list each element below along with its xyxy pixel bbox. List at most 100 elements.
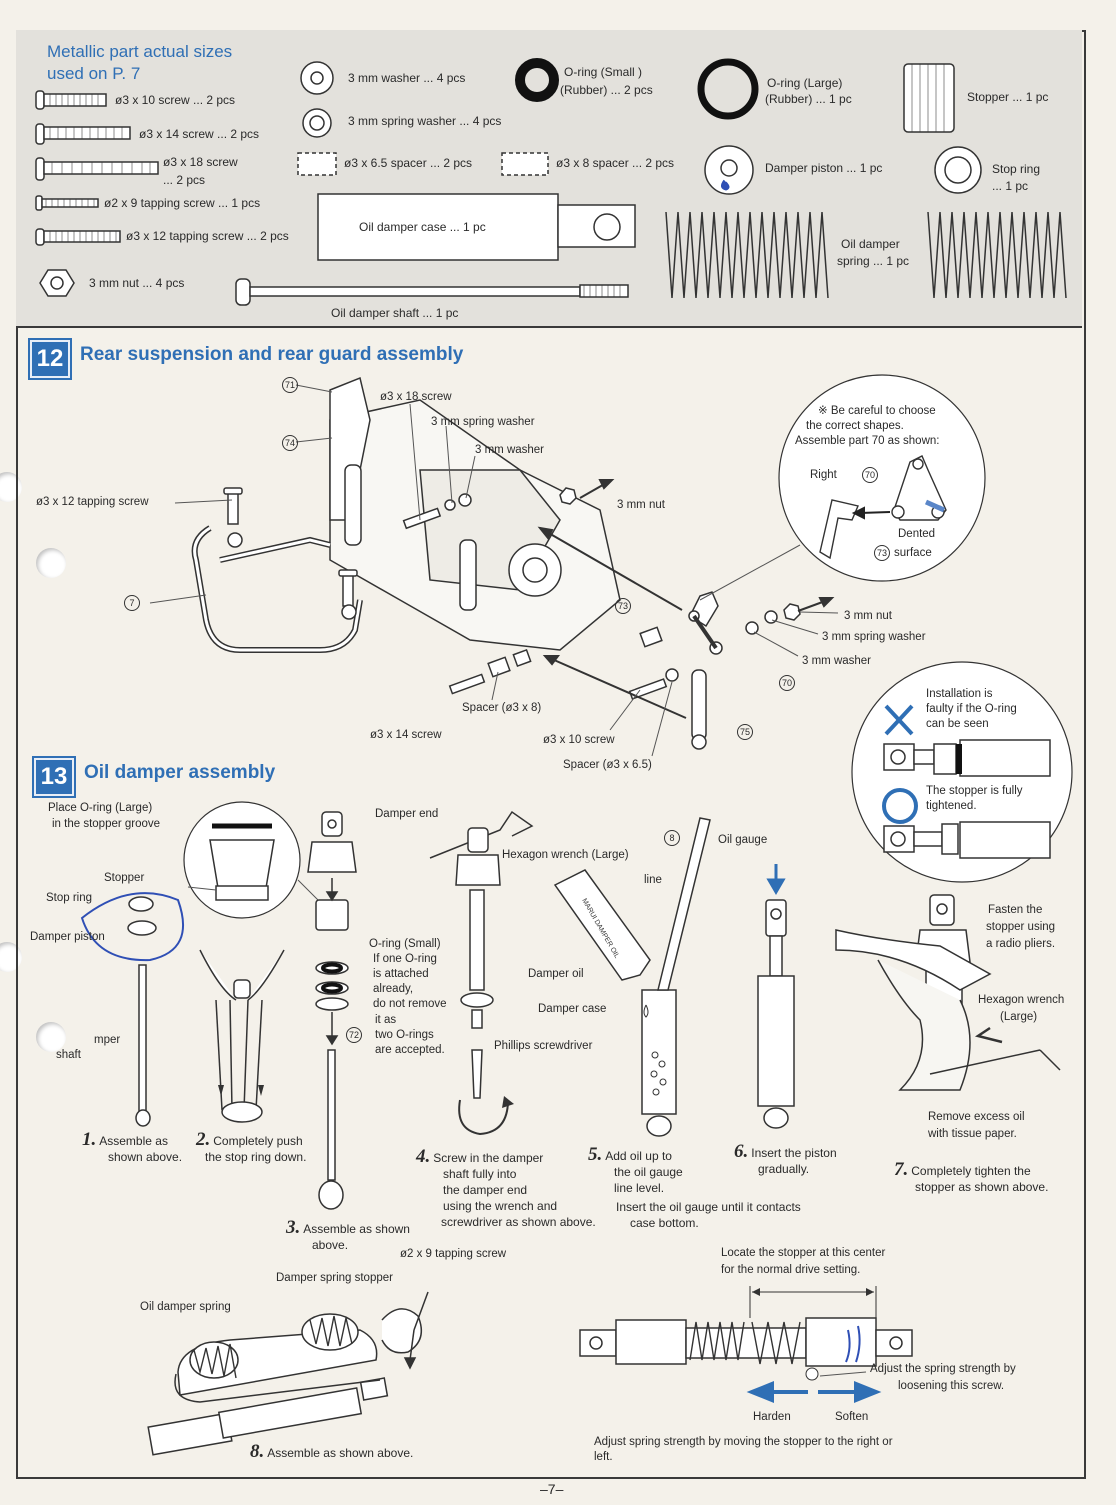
label-place-oring-2: in the stopper groove — [52, 818, 161, 830]
parts-heading-line1: Metallic part actual sizes — [47, 42, 233, 61]
step13-2-text-a: Completely push — [213, 1134, 303, 1148]
label-tight-2: tightened. — [926, 800, 977, 812]
step13-6-text-a: Insert the piston — [751, 1146, 837, 1160]
callout-part-73: 73 — [874, 545, 890, 561]
step13-4-text-d: using the wrench and — [443, 1199, 558, 1213]
label-soften: Soften — [835, 1411, 869, 1423]
label-oring-large-b: (Rubber) ... 1 pc — [765, 92, 852, 106]
step13-7: 7.Completely tighten the stopper as show… — [894, 1159, 1048, 1195]
label-tap-2x9-13: ø2 x 9 tapping screw — [400, 1248, 507, 1260]
label-fasten-1: Fasten the — [988, 904, 1043, 916]
label-phillips: Phillips screwdriver — [494, 1040, 593, 1052]
label-oring-small-13-4: already, — [373, 983, 414, 995]
label-oil-spring: Oil damper spring — [140, 1301, 231, 1313]
step13-7-number: 7. — [894, 1159, 909, 1180]
label-oring-small-13-1: O-ring (Small) — [369, 938, 441, 950]
punch-hole-bottom — [36, 1022, 66, 1052]
label-screw-14: ø3 x 14 screw — [370, 729, 442, 741]
label-screw-10: ø3 x 10 screw — [543, 734, 615, 746]
label-screw-3x18-a: ø3 x 18 screw — [163, 155, 238, 169]
label-fasten-3: a radio pliers. — [986, 938, 1056, 950]
page-number: –7– — [540, 1481, 564, 1497]
label-damper-oil: Damper oil — [528, 968, 584, 980]
step13-2: 2.Completely push the stop ring down. — [196, 1129, 307, 1165]
label-oil-gauge: Oil gauge — [718, 834, 768, 846]
label-damper-case-13: Damper case — [538, 1003, 607, 1015]
parts-drawings — [35, 58, 1067, 306]
step13-number: 13 — [32, 756, 76, 798]
label-washer-3mm: 3 mm washer ... 4 pcs — [348, 71, 466, 85]
label-place-oring-1: Place O-ring (Large) — [48, 802, 153, 814]
label-oring-small-13-6: it as — [375, 1014, 397, 1026]
label-nut-top: 3 mm nut — [617, 499, 665, 511]
label-damper-spring-a: Oil damper — [839, 237, 902, 252]
step13-1-text-a: Assemble as — [99, 1134, 168, 1148]
label-bottom-2: left. — [594, 1451, 613, 1463]
step13-6: 6.Insert the piston gradually. — [734, 1141, 837, 1177]
label-spacer-8: Spacer (ø3 x 8) — [462, 702, 542, 714]
step13-4: 4.Screw in the damper shaft fully into t… — [416, 1147, 596, 1230]
step13-5-extra: Insert the oil gauge until it contacts c… — [616, 1199, 801, 1231]
step13-2-text-b: the stop ring down. — [205, 1150, 307, 1164]
callout-dented: Dented — [898, 528, 936, 540]
part-71: 71 — [282, 377, 298, 393]
label-oring-small-13-3: is attached — [373, 968, 429, 980]
step13-6-text-b: gradually. — [758, 1162, 810, 1176]
label-damper-shaft: Oil damper shaft ... 1 pc — [331, 306, 459, 320]
step13-4-text-b: shaft fully into — [443, 1167, 517, 1181]
label-spring-stopper: Damper spring stopper — [276, 1272, 393, 1284]
label-damper-shaft-2: shaft — [56, 1049, 81, 1061]
step13-4-text-c: the damper end — [443, 1183, 528, 1197]
label-tap-3x12: ø3 x 12 tapping screw ... 2 pcs — [126, 229, 289, 243]
part-72: 72 — [346, 1027, 362, 1043]
step13-1-text-b: shown above. — [108, 1150, 183, 1164]
label-damper-spring-b: spring ... 1 pc — [835, 254, 912, 269]
label-nut-3mm: 3 mm nut ... 4 pcs — [89, 276, 185, 290]
step12-title: Rear suspension and rear guard assembly — [80, 344, 464, 365]
label-spring-washer-top: 3 mm spring washer — [431, 416, 535, 428]
label-adjust-2: loosening this screw. — [898, 1380, 1005, 1392]
label-stop-ring-a: Stop ring — [992, 162, 1041, 176]
step13-5-text-c: line level. — [614, 1181, 665, 1195]
label-oring-large-a: O-ring (Large) — [767, 76, 843, 90]
label-oring-small-13-5: do not remove — [373, 998, 447, 1010]
label-hex-wrench-2-1: Hexagon wrench — [978, 994, 1065, 1006]
label-tap-12: ø3 x 12 tapping screw — [36, 496, 149, 508]
label-oring-small-13-2: If one O-ring — [373, 953, 437, 965]
label-spacer-3x8: ø3 x 8 spacer ... 2 pcs — [556, 156, 675, 170]
label-oring-small-13-8: are accepted. — [375, 1044, 445, 1056]
label-damper-end: Damper end — [375, 808, 439, 820]
label-faulty-2: faulty if the O-ring — [926, 703, 1017, 715]
step13-8: 8.Assemble as shown above. — [250, 1442, 413, 1461]
step13-5-text-d: Insert the oil gauge until it contacts — [616, 1200, 801, 1214]
label-locate-2: for the normal drive setting. — [721, 1264, 861, 1276]
step13-6-number: 6. — [734, 1141, 749, 1162]
step13-3: 3.Assemble as shown above. — [286, 1218, 410, 1253]
step13-3-text-a: Assemble as shown — [303, 1222, 410, 1236]
step13-7-text-a: Completely tighten the — [911, 1164, 1031, 1178]
part-73: 73 — [615, 598, 631, 614]
rear-suspension-diagram — [149, 374, 986, 757]
label-faulty-1: Installation is — [926, 688, 993, 700]
callout-line1: ※ Be careful to choose — [818, 405, 936, 417]
step13-2-number: 2. — [196, 1129, 211, 1150]
label-spacer-3x65: ø3 x 6.5 spacer ... 2 pcs — [344, 156, 473, 170]
label-line: line — [644, 874, 662, 886]
callout-part-70: 70 — [862, 467, 878, 483]
label-spring-washer-right: 3 mm spring washer — [822, 631, 926, 643]
step13-title: Oil damper assembly — [84, 762, 276, 783]
step12-number: 12 — [28, 338, 72, 380]
callout-line2: the correct shapes. — [806, 420, 904, 432]
callout-line3: Assemble part 70 as shown: — [795, 435, 940, 447]
label-nut-right: 3 mm nut — [844, 610, 892, 622]
label-faulty-3: can be seen — [926, 718, 989, 730]
step13-5-text-b: the oil gauge — [614, 1165, 683, 1179]
label-stop-ring-13: Stop ring — [46, 892, 93, 904]
part-7: 7 — [124, 595, 140, 611]
label-harden: Harden — [753, 1411, 791, 1423]
label-screw-3x14: ø3 x 14 screw ... 2 pcs — [139, 127, 260, 141]
step13-4-text-a: Screw in the damper — [433, 1151, 544, 1165]
label-washer-top: 3 mm washer — [475, 444, 545, 456]
